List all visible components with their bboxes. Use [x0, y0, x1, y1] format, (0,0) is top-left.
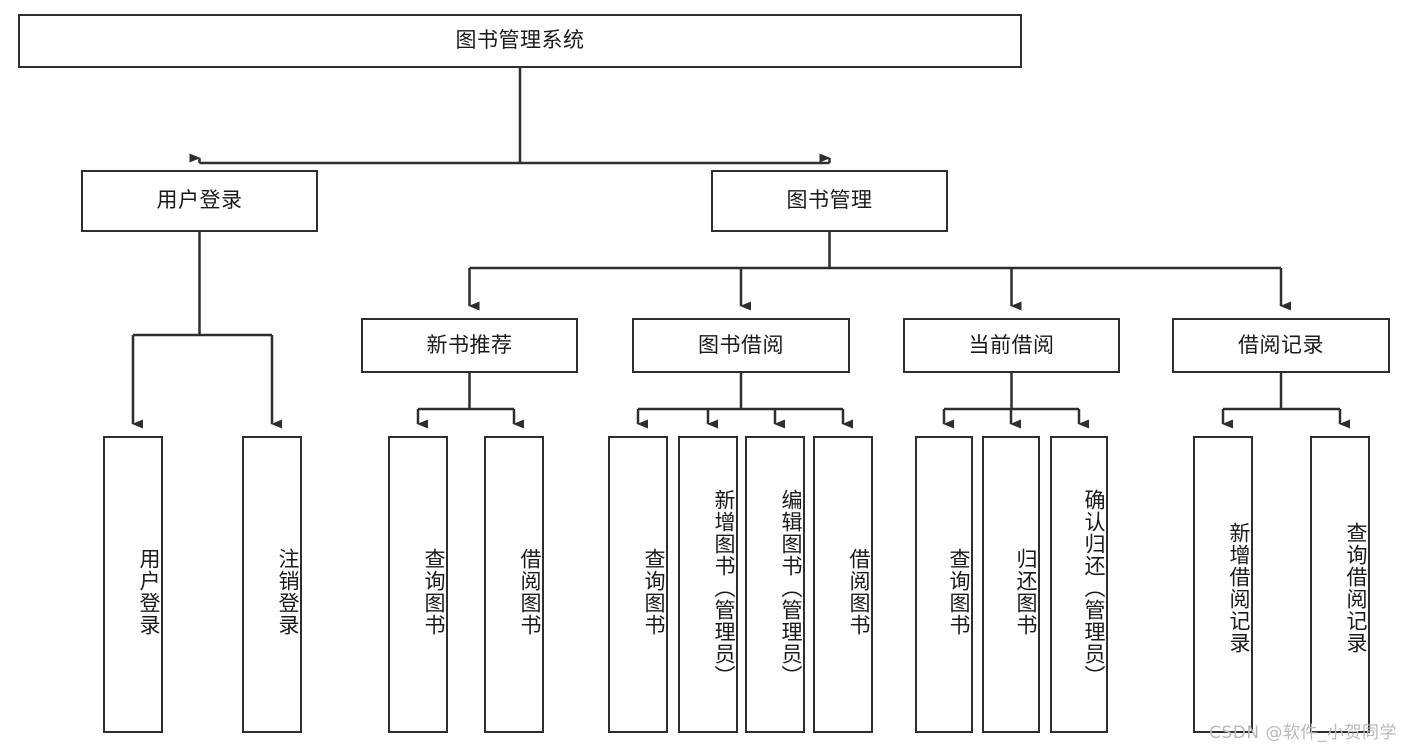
node-newbook: 新书推荐	[361, 318, 578, 373]
node-label: 新增图书（管理员）	[712, 488, 736, 687]
node-label: 用户登录	[156, 188, 243, 213]
node-label: 新增借阅记录	[1227, 521, 1251, 654]
node-leaf-cur-confirm: 确认归还（管理员）	[1050, 436, 1108, 733]
node-leaf-cur-return: 归还图书	[982, 436, 1040, 733]
node-label: 查询图书	[642, 547, 666, 636]
node-leaf-bw-borrow: 借阅图书	[813, 436, 873, 733]
node-records: 借阅记录	[1172, 318, 1390, 373]
node-label: 查询图书	[422, 547, 446, 636]
node-leaf-rec-add: 新增借阅记录	[1193, 436, 1253, 733]
node-label: 图书管理系统	[455, 28, 585, 53]
csdn-watermark: CSDN @软件_小贺同学	[1209, 723, 1397, 743]
node-label: 编辑图书（管理员）	[779, 488, 803, 687]
node-label: 新书推荐	[426, 332, 513, 357]
node-leaf-rec-query: 查询借阅记录	[1310, 436, 1370, 733]
node-leaf-new-query: 查询图书	[388, 436, 448, 733]
node-label: 图书管理	[786, 188, 873, 213]
node-label: 用户登录	[137, 547, 161, 636]
node-leaf-bw-query: 查询图书	[608, 436, 668, 733]
node-leaf-bw-add: 新增图书（管理员）	[678, 436, 738, 733]
node-label: 注销登录	[276, 547, 300, 636]
node-label: 查询图书	[947, 547, 971, 636]
node-login: 用户登录	[81, 170, 318, 232]
node-borrow: 图书借阅	[632, 318, 850, 373]
node-label: 归还图书	[1014, 547, 1038, 636]
node-label: 借阅图书	[518, 547, 542, 636]
node-label: 图书借阅	[698, 332, 784, 357]
node-bookmgmt: 图书管理	[711, 170, 948, 232]
node-leaf-bw-edit: 编辑图书（管理员）	[745, 436, 805, 733]
node-label: 借阅图书	[847, 547, 871, 636]
node-leaf-user-logout: 注销登录	[242, 436, 302, 733]
node-current: 当前借阅	[903, 318, 1120, 373]
node-leaf-new-borrow: 借阅图书	[484, 436, 544, 733]
node-label: 借阅记录	[1238, 332, 1324, 357]
node-root: 图书管理系统	[18, 14, 1022, 68]
node-leaf-user-login: 用户登录	[103, 436, 163, 733]
node-label: 查询借阅记录	[1344, 521, 1368, 654]
node-leaf-cur-query: 查询图书	[915, 436, 973, 733]
node-label: 确认归还（管理员）	[1082, 488, 1106, 687]
node-label: 当前借阅	[968, 332, 1055, 357]
